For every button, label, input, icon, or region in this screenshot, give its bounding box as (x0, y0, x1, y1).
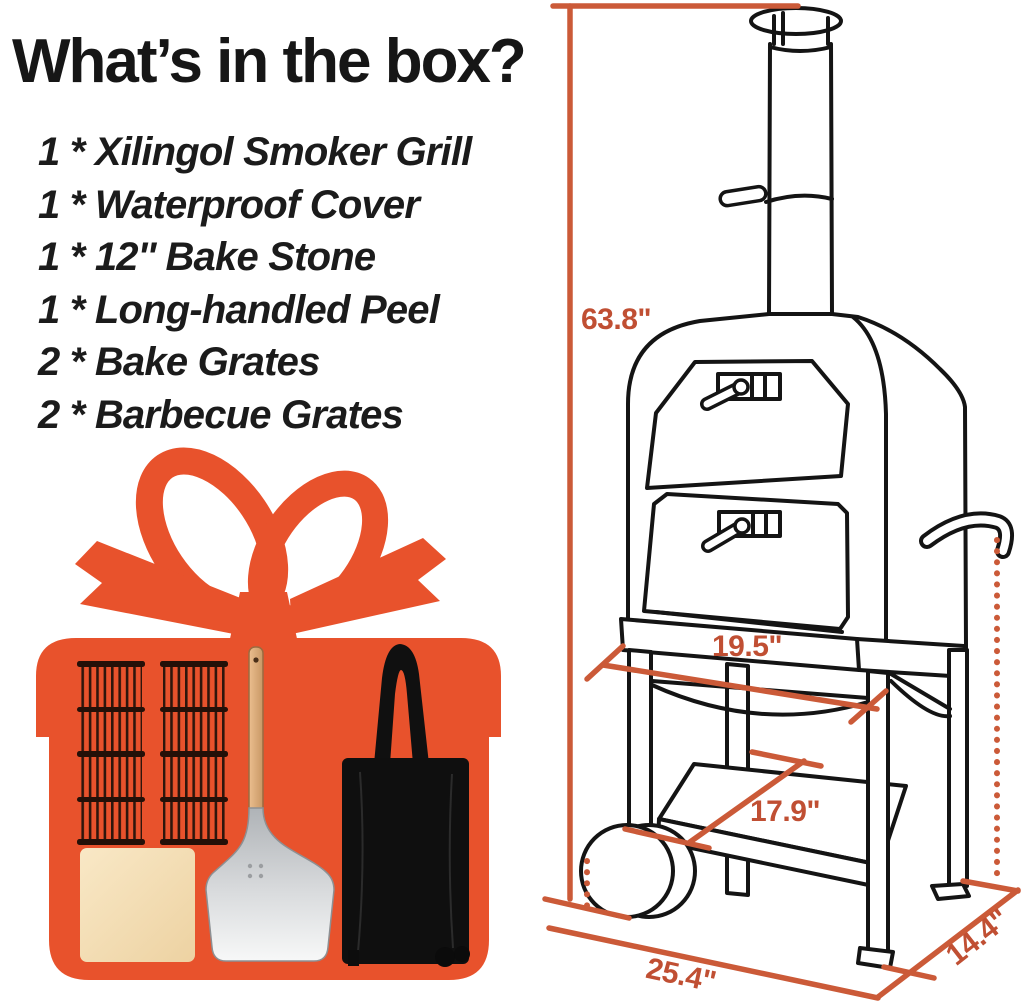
pizza-peel-icon (205, 646, 335, 962)
chimney-icon (718, 6, 843, 316)
oven-width-dimension-line (600, 662, 880, 712)
waterproof-cover-icon (342, 644, 470, 967)
wheel-icon (454, 946, 470, 962)
dimension-lines (542, 3, 1021, 1001)
smoker-grill-outline-diagram (579, 6, 1015, 970)
base-depth-dimension-line (875, 887, 1021, 1000)
gift-box-graphic (36, 447, 501, 980)
page-title: What’s in the box? (12, 27, 527, 96)
list-item: 1 * Waterproof Cover (38, 182, 420, 227)
list-item: 2 * Barbecue Grates (38, 392, 404, 437)
bow-knot (228, 592, 299, 648)
bow-left-tail (75, 541, 248, 636)
bow-right-tail (290, 538, 446, 634)
base-width-dimension-line (546, 925, 881, 1001)
list-item: 1 * Long-handled Peel (38, 287, 440, 332)
overall-height-label: 63.8" (581, 303, 652, 336)
list-item: 2 * Bake Grates (38, 340, 320, 385)
bake-stone-icon (80, 848, 195, 962)
packing-list: 1 * Xilingol Smoker Grill 1 * Waterproof… (38, 126, 472, 442)
bake-grates-icon (77, 661, 228, 845)
oven-width-label: 19.5" (712, 630, 783, 663)
shelf-depth-dimension-line (687, 758, 807, 845)
list-item: 1 * 12'' Bake Stone (38, 235, 376, 280)
wheel-icon (435, 947, 455, 967)
list-item: 1 * Xilingol Smoker Grill (38, 130, 472, 174)
shelf-depth-label: 17.9" (750, 795, 821, 828)
